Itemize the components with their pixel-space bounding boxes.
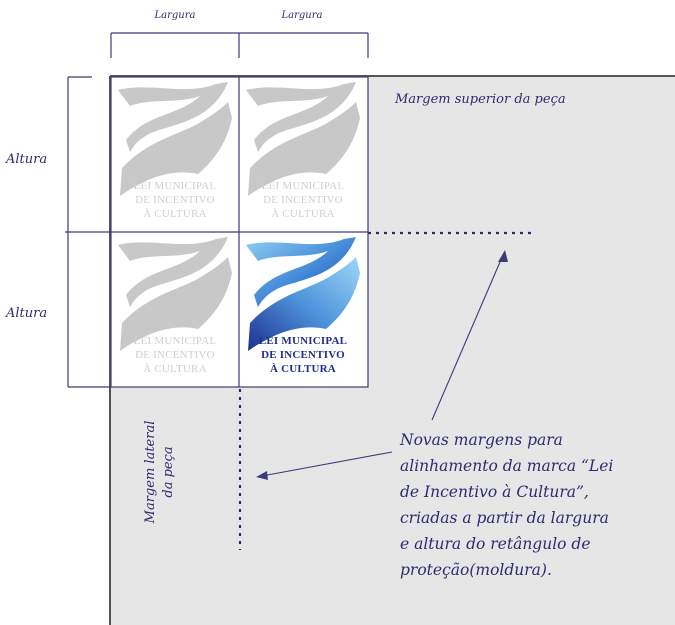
altura-label-2: Altura xyxy=(5,306,47,321)
piece-top-edge xyxy=(110,75,675,77)
note-line5: e altura do retângulo de xyxy=(400,535,591,553)
logo-line2: DE INCENTIVO xyxy=(135,349,215,361)
logo-line1: LEI MUNICIPAL xyxy=(262,180,345,192)
logo-line2: DE INCENTIVO xyxy=(263,194,343,206)
ghost-logo-top-left: LEI MUNICIPAL DE INCENTIVO À CULTURA xyxy=(118,82,232,220)
logo-line1: LEI MUNICIPAL xyxy=(259,335,347,347)
logo-line2: DE INCENTIVO xyxy=(135,194,215,206)
note-line3: de Incentivo à Cultura”, xyxy=(400,483,589,501)
note-line2: alinhamento da marca “Lei xyxy=(400,457,613,475)
largura-label-1: Largura xyxy=(154,10,196,21)
logo-line3: À CULTURA xyxy=(143,208,206,220)
margem-lateral-line2: da peça xyxy=(161,446,176,497)
width-bracket xyxy=(110,32,369,58)
logo-line1: LEI MUNICIPAL xyxy=(134,180,217,192)
note-line6: proteção(moldura). xyxy=(400,561,552,579)
logo-line3: À CULTURA xyxy=(270,363,336,375)
logo-line1: LEI MUNICIPAL xyxy=(134,335,217,347)
margem-lateral-label: Margem lateral da peça xyxy=(143,421,176,525)
altura-label-1: Altura xyxy=(5,152,47,167)
ghost-logo-bottom-left: LEI MUNICIPAL DE INCENTIVO À CULTURA xyxy=(118,237,232,375)
note-line1: Novas margens para xyxy=(399,431,563,449)
arrow-to-top-margin xyxy=(431,250,508,421)
ghost-logo-top-right: LEI MUNICIPAL DE INCENTIVO À CULTURA xyxy=(246,82,360,220)
logo-line3: À CULTURA xyxy=(271,208,334,220)
arrow-to-side-margin xyxy=(256,451,393,480)
note-text: Novas margens para alinhamento da marca … xyxy=(399,431,613,579)
margem-superior-label: Margem superior da peça xyxy=(394,92,566,107)
piece-left-edge xyxy=(109,76,111,625)
margem-lateral-line1: Margem lateral xyxy=(143,421,158,525)
brand-logo: LEI MUNICIPAL DE INCENTIVO À CULTURA xyxy=(246,237,360,375)
note-line4: criadas a partir da largura xyxy=(400,509,609,527)
height-bracket xyxy=(67,76,111,388)
logo-line2: DE INCENTIVO xyxy=(261,349,345,361)
logo-line3: À CULTURA xyxy=(143,363,206,375)
largura-label-2: Largura xyxy=(281,10,323,21)
